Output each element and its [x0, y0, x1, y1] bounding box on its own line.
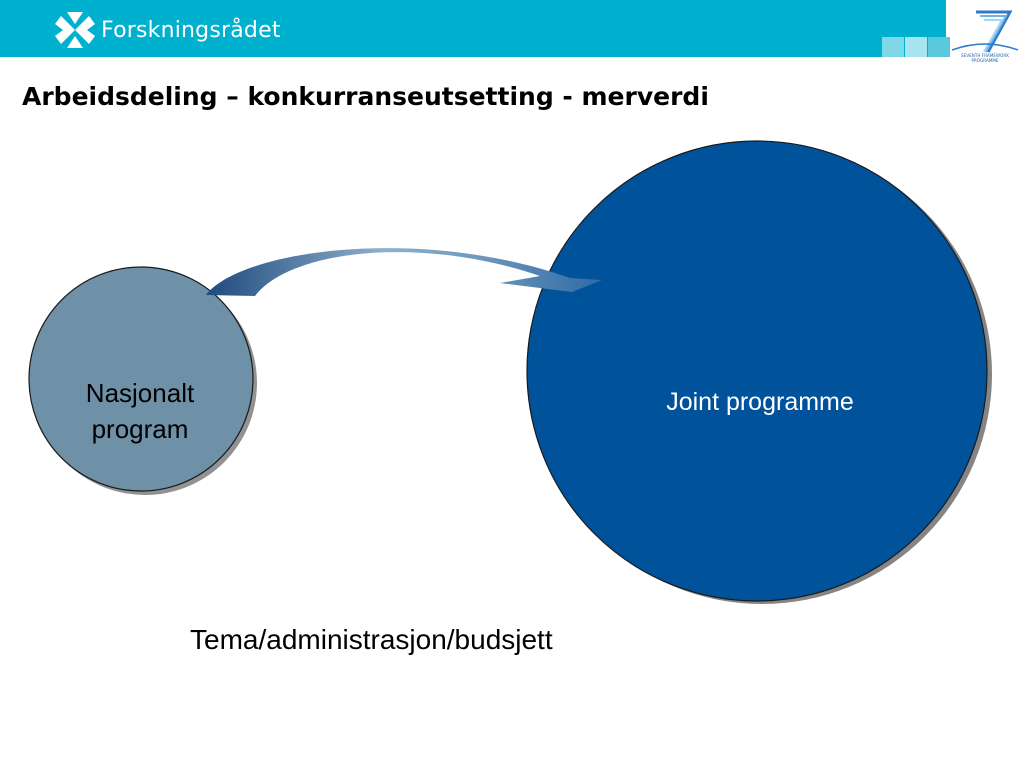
- national-label-line2: program: [91, 414, 189, 444]
- national-program-circle: [28, 266, 254, 492]
- header-decoration: [882, 37, 951, 57]
- seventh-framework-programme-logo-icon: [951, 10, 1019, 53]
- deco-square: [882, 37, 904, 57]
- joint-programme-label: Joint programme: [666, 388, 854, 416]
- brand-name: Forskningsrådet: [101, 17, 281, 43]
- diagram-caption: Tema/administrasjon/budsjett: [190, 624, 553, 655]
- header-bar: [0, 0, 946, 57]
- deco-square: [928, 37, 950, 57]
- national-label-line1: Nasjonalt: [85, 378, 195, 408]
- curved-arrow-icon: [206, 248, 602, 296]
- deco-square: [905, 37, 927, 57]
- forskningsradet-logo-icon: [55, 12, 95, 48]
- brand: Forskningsrådet: [55, 12, 281, 48]
- fp7-logo-text: SEVENTH FRAMEWORK PROGRAMME: [950, 53, 1020, 63]
- fp7-text-line2: PROGRAMME: [971, 58, 999, 63]
- fp7-text-line1: SEVENTH FRAMEWORK: [961, 53, 1009, 58]
- national-program-label: Nasjonalt program: [40, 375, 240, 447]
- joint-programme-circle: [526, 140, 988, 602]
- slide-title: Arbeidsdeling – konkurranseutsetting - m…: [22, 82, 709, 111]
